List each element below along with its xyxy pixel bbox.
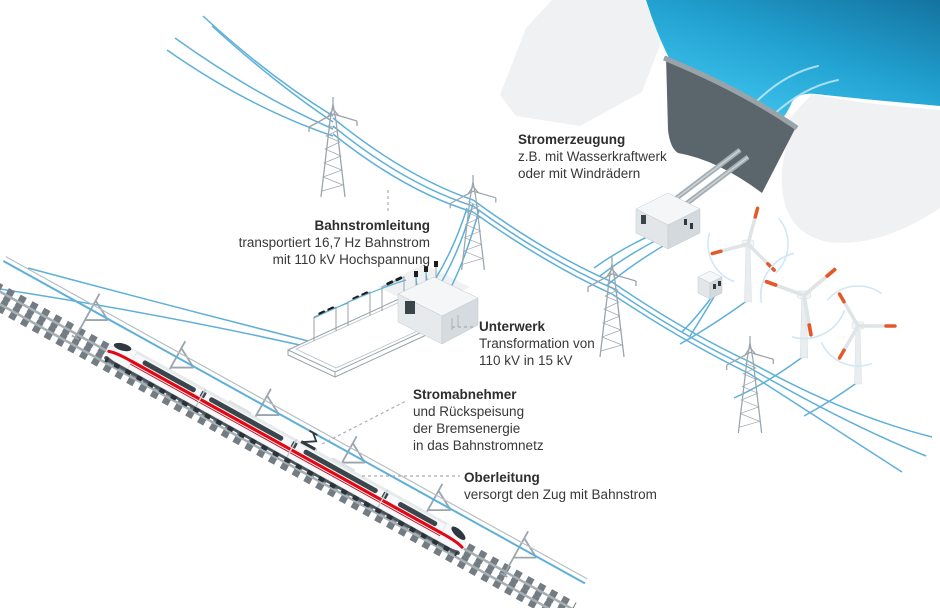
label-oberleitung: Oberleitung versorgt den Zug mit Bahnstr…	[464, 469, 657, 503]
transformer-box	[697, 270, 723, 300]
ice-train	[104, 342, 466, 557]
label-line: mit 110 kV Hochspannung	[272, 252, 430, 267]
windshield-rear	[451, 526, 466, 540]
powerhouse-building	[635, 192, 701, 250]
label-title: Oberleitung	[464, 470, 540, 485]
label-title: Stromabnehmer	[413, 387, 517, 402]
label-bahnstromleitung: Bahnstromleitung transportiert 16,7 Hz B…	[239, 217, 430, 268]
transmission-pylon-3	[587, 256, 637, 358]
hydro-dam	[663, 55, 799, 193]
leader-stromabnehmer	[321, 400, 407, 445]
label-line: der Bremsenergie	[413, 421, 521, 436]
label-line: Transformation von	[479, 336, 595, 351]
overhead-wire	[2, 256, 588, 585]
red-stripe	[130, 360, 443, 535]
railway	[0, 256, 588, 608]
label-line: in das Bahnstromnetz	[413, 438, 544, 453]
pantograph	[300, 429, 318, 451]
wind-turbine-3	[817, 285, 899, 385]
leader-lines	[321, 190, 476, 477]
label-stromabnehmer: Stromabnehmer und Rückspeisung der Brems…	[413, 386, 544, 454]
window-band	[142, 360, 438, 527]
label-line: und Rückspeisung	[413, 404, 525, 419]
label-title: Stromerzeugung	[518, 132, 626, 147]
label-line: 110 kV in 15 kV	[479, 353, 573, 368]
label-title: Bahnstromleitung	[314, 218, 430, 233]
label-line: versorgt den Zug mit Bahnstrom	[464, 487, 657, 502]
label-line: z.B. mit Wasserkraftwerk	[518, 149, 667, 164]
label-stromerzeugung: Stromerzeugung z.B. mit Wasserkraftwerk …	[518, 131, 667, 182]
reservoir-water	[646, 0, 940, 124]
windshield-front	[113, 342, 132, 352]
substation-unterwerk	[286, 261, 479, 378]
substation-building	[397, 276, 479, 345]
label-title: Unterwerk	[479, 319, 546, 334]
label-unterwerk: Unterwerk Transformation von 110 kV in 1…	[479, 318, 595, 369]
water-ripples	[755, 65, 839, 117]
label-line: oder mit Windrädern	[518, 166, 641, 181]
power-lines	[0, 15, 933, 473]
label-line: transportiert 16,7 Hz Bahnstrom	[238, 235, 430, 250]
penstock-pipes	[672, 148, 750, 209]
